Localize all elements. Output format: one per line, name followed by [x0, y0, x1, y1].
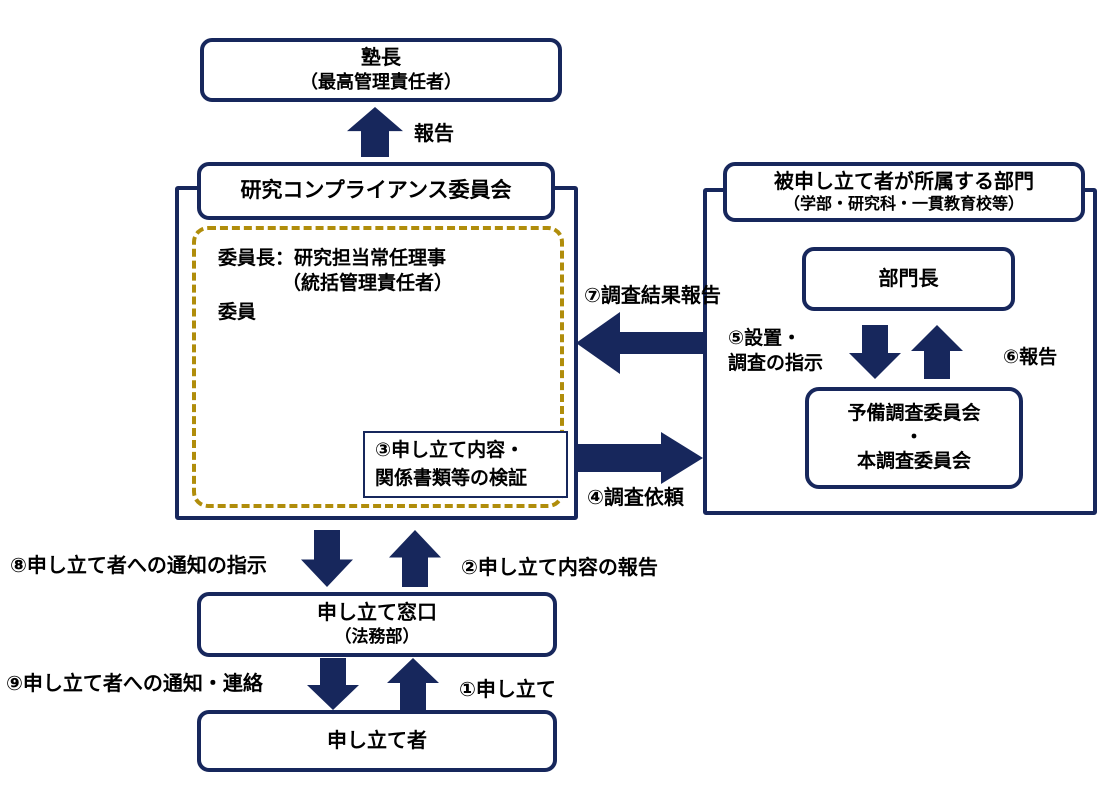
- label-step5: ⑤設置・ 調査の指示: [728, 326, 848, 376]
- label-report: 報告: [414, 123, 454, 145]
- label-step7: ⑦調査結果報告: [584, 285, 721, 307]
- claimant-box: 申し立て者: [197, 710, 557, 772]
- label-step8: ⑧申し立て者への通知の指示: [10, 555, 267, 577]
- committee-dashed-frame: [192, 226, 564, 508]
- investigation-line3: 本調査委員会: [856, 450, 971, 472]
- committee-chair-line1: 委員長：研究担当常任理事: [218, 248, 447, 269]
- investigation-line2: ・: [904, 427, 924, 449]
- department-title-box: 被申し立て者が所属する部門 （学部・研究科・一貫教育校等）: [723, 162, 1085, 222]
- department-title: 被申し立て者が所属する部門: [774, 170, 1034, 193]
- arrow-up-claim-icon: [387, 658, 439, 710]
- contact-desk-subtitle: （法務部）: [334, 627, 420, 647]
- arrow-down-notify-contact-icon: [307, 658, 359, 710]
- department-head-box: 部門長: [802, 247, 1015, 311]
- arrow-up-report-icon: [347, 107, 403, 157]
- label-step4: ④調査依頼: [587, 487, 684, 509]
- verification-box: ③申し立て内容・ 関係書類等の検証: [363, 431, 568, 498]
- investigation-box: 予備調査委員会 ・ 本調査委員会: [805, 387, 1023, 489]
- committee-members: 委員: [218, 302, 257, 323]
- arrow-down-setup-icon: [849, 325, 901, 379]
- arrow-up-content-report-icon: [389, 530, 441, 587]
- arrow-down-notify-instruction-icon: [301, 530, 353, 587]
- committee-chair-line2: （統括管理責任者）: [282, 273, 454, 294]
- investigation-line1: 予備調査委員会: [847, 403, 981, 425]
- president-box: 塾長 （最高管理責任者）: [200, 38, 562, 102]
- label-step6: ⑥報告: [1003, 347, 1058, 368]
- arrow-right-request-icon: [578, 432, 703, 484]
- verification-line1: ③申し立て内容・: [375, 439, 525, 461]
- label-step9: ⑨申し立て者への通知・連絡: [6, 673, 263, 695]
- verification-line2: 関係書類等の検証: [375, 467, 528, 489]
- label-step5-line2: 調査の指示: [728, 353, 824, 374]
- label-step5-line1: ⑤設置・: [728, 328, 802, 349]
- committee-title-box: 研究コンプライアンス委員会: [197, 162, 555, 220]
- arrow-up-report6-icon: [911, 325, 963, 379]
- president-title: 塾長: [361, 47, 401, 70]
- label-step1: ①申し立て: [459, 679, 556, 701]
- arrow-left-results-icon: [576, 312, 703, 374]
- president-subtitle: （最高管理責任者）: [300, 72, 462, 93]
- label-step2: ②申し立て内容の報告: [461, 557, 658, 579]
- claimant-title: 申し立て者: [327, 729, 427, 752]
- contact-desk-title: 申し立て窓口: [317, 602, 437, 625]
- contact-desk-box: 申し立て窓口 （法務部）: [197, 592, 557, 657]
- department-subtitle: （学部・研究科・一貫教育校等）: [783, 195, 1024, 213]
- committee-title: 研究コンプライアンス委員会: [240, 178, 512, 202]
- department-head-title: 部門長: [878, 267, 939, 290]
